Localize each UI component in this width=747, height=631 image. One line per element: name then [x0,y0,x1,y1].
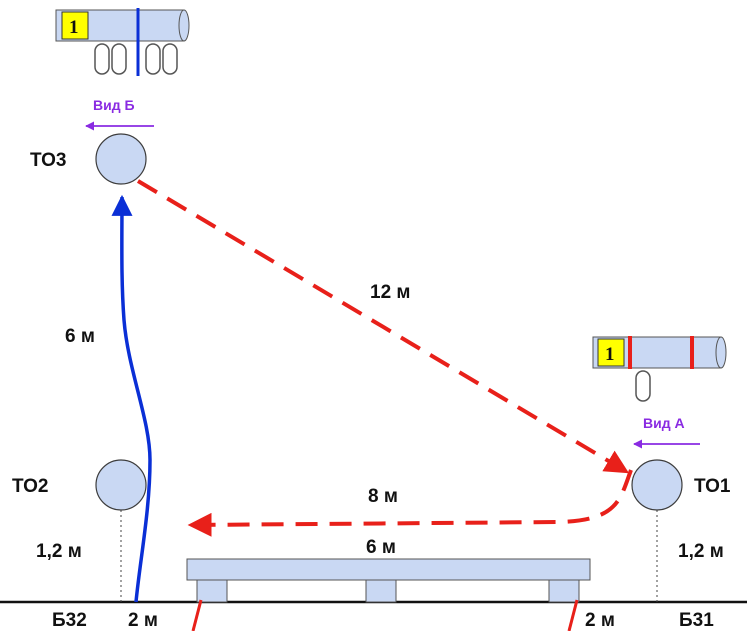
label-to1: ТО1 [694,476,731,497]
tube-view-a: 1 [592,336,727,402]
tube-view-b-badge [61,11,89,40]
label-view-b: Вид Б [93,97,135,113]
b2-lead [191,599,203,631]
label-to2: ТО2 [12,476,48,497]
distance-b2-lead: 2 м [128,610,158,631]
route-to3-to1 [136,179,630,474]
label-b1: Б31 [679,610,714,631]
node-to2 [95,459,147,511]
label-to3: ТО3 [30,150,66,171]
tube-view-b: 1 [55,8,190,76]
node-to3 [95,133,147,185]
distance-bench: 6 м [366,537,396,558]
distance-to2-to3: 6 м [65,326,95,347]
bench-leg-middle [365,579,397,603]
label-b2: Б32 [52,610,87,631]
tube-view-a-loop [635,370,651,402]
distance-to2-height: 1,2 м [36,541,82,562]
distance-to1-left: 8 м [368,486,398,507]
bench-leg-right [548,579,580,603]
route-b2-to3 [111,194,152,603]
label-view-a: Вид А [643,415,685,431]
tube-view-b-badge-number: 1 [69,17,79,38]
b1-lead [567,599,579,631]
node-to1 [631,459,683,511]
tube-view-b-loops [94,43,178,75]
distance-to3-to1: 12 м [370,282,410,303]
tube-view-a-badge-number: 1 [605,344,615,365]
tube-view-a-badge [597,338,625,367]
bench-leg-left [196,579,228,603]
route-to1-left [187,469,633,537]
bench [186,558,591,603]
distance-b1-lead: 2 м [585,610,615,631]
distance-to1-height: 1,2 м [678,541,724,562]
